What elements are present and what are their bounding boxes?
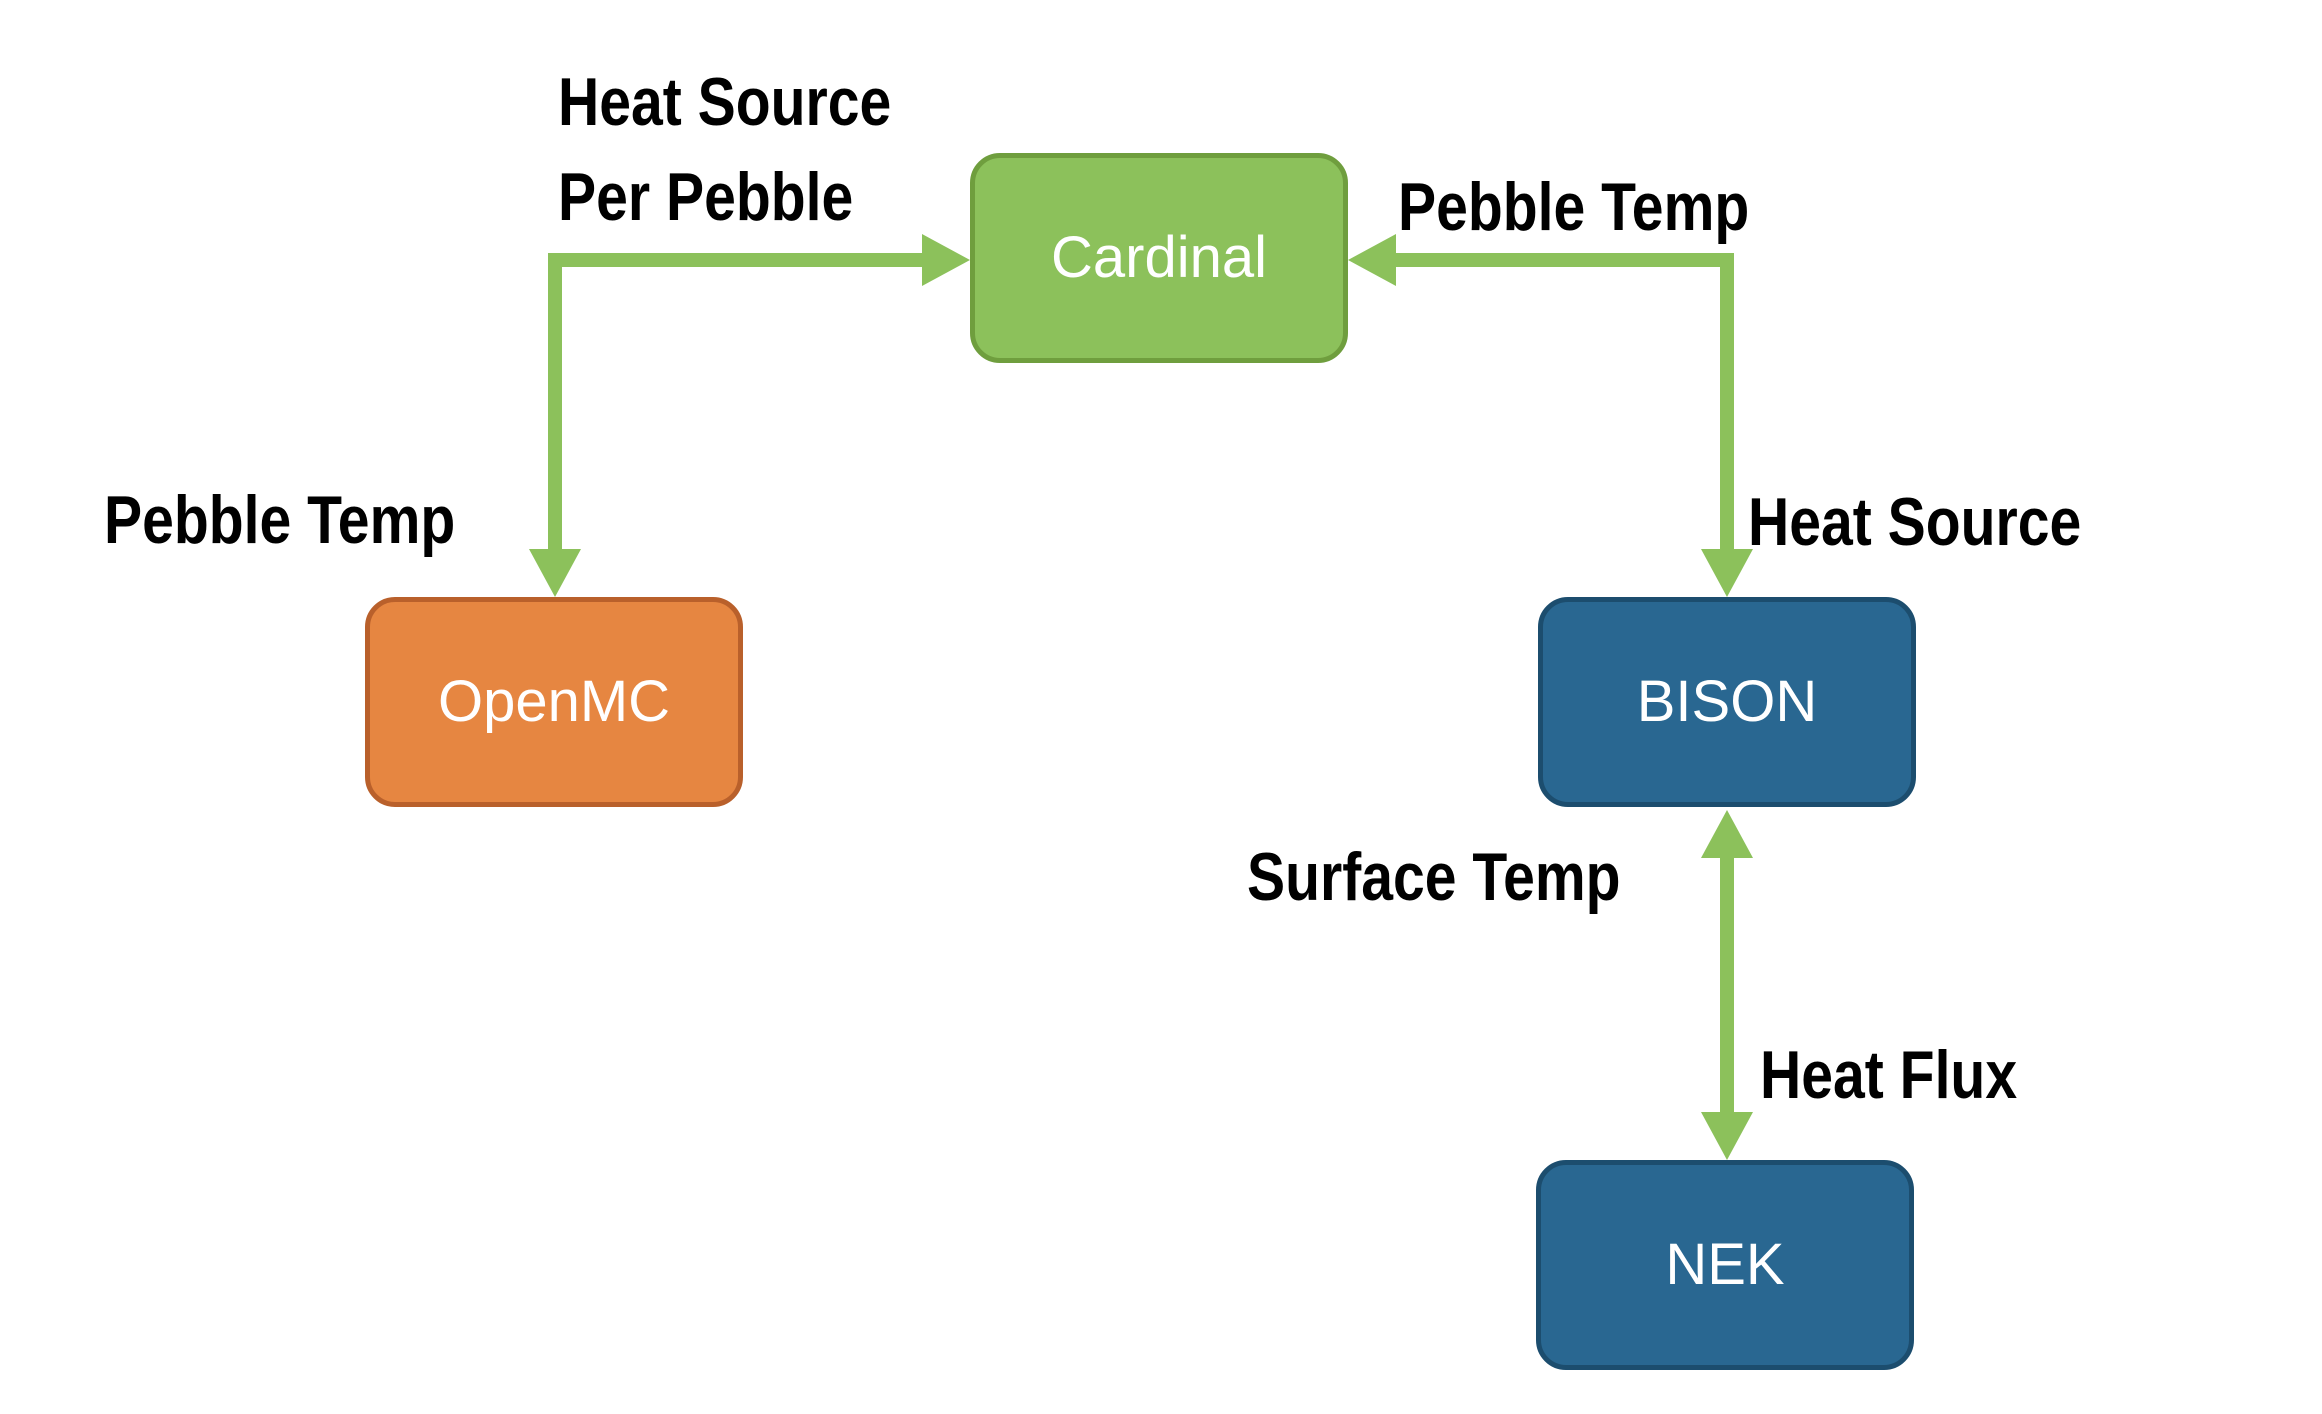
label-pebble-temp-right: Pebble Temp [1398,169,1750,245]
arrowhead-to-cardinal-right [1348,234,1396,286]
label-surface-temp: Surface Temp [1247,839,1621,915]
label-pebble-temp-left: Pebble Temp [104,482,456,558]
cardinal-node: Cardinal [970,153,1348,363]
connector-cardinal-bison [1388,253,1734,555]
arrowhead-to-openmc [529,549,581,597]
cardinal-node-label: Cardinal [1051,225,1267,290]
label-heat-flux: Heat Flux [1760,1037,2018,1113]
openmc-node: OpenMC [365,597,743,807]
arrowhead-to-bison-top [1701,549,1753,597]
openmc-node-label: OpenMC [437,669,671,734]
arrowhead-to-cardinal-left [922,234,970,286]
connector-openmc-cardinal [548,253,930,555]
bison-node: BISON [1538,597,1916,807]
arrowhead-to-bison-bottom [1701,810,1753,858]
bison-node-label: BISON [1636,669,1818,734]
label-heat-source-per-pebble-line1: Heat Source [558,64,892,140]
arrowhead-to-nek [1701,1112,1753,1160]
nek-node: NEK [1536,1160,1914,1370]
label-heat-source-right: Heat Source [1748,484,2082,560]
label-heat-source-per-pebble-line2: Per Pebble [558,159,854,235]
nek-node-label: NEK [1665,1232,1785,1297]
